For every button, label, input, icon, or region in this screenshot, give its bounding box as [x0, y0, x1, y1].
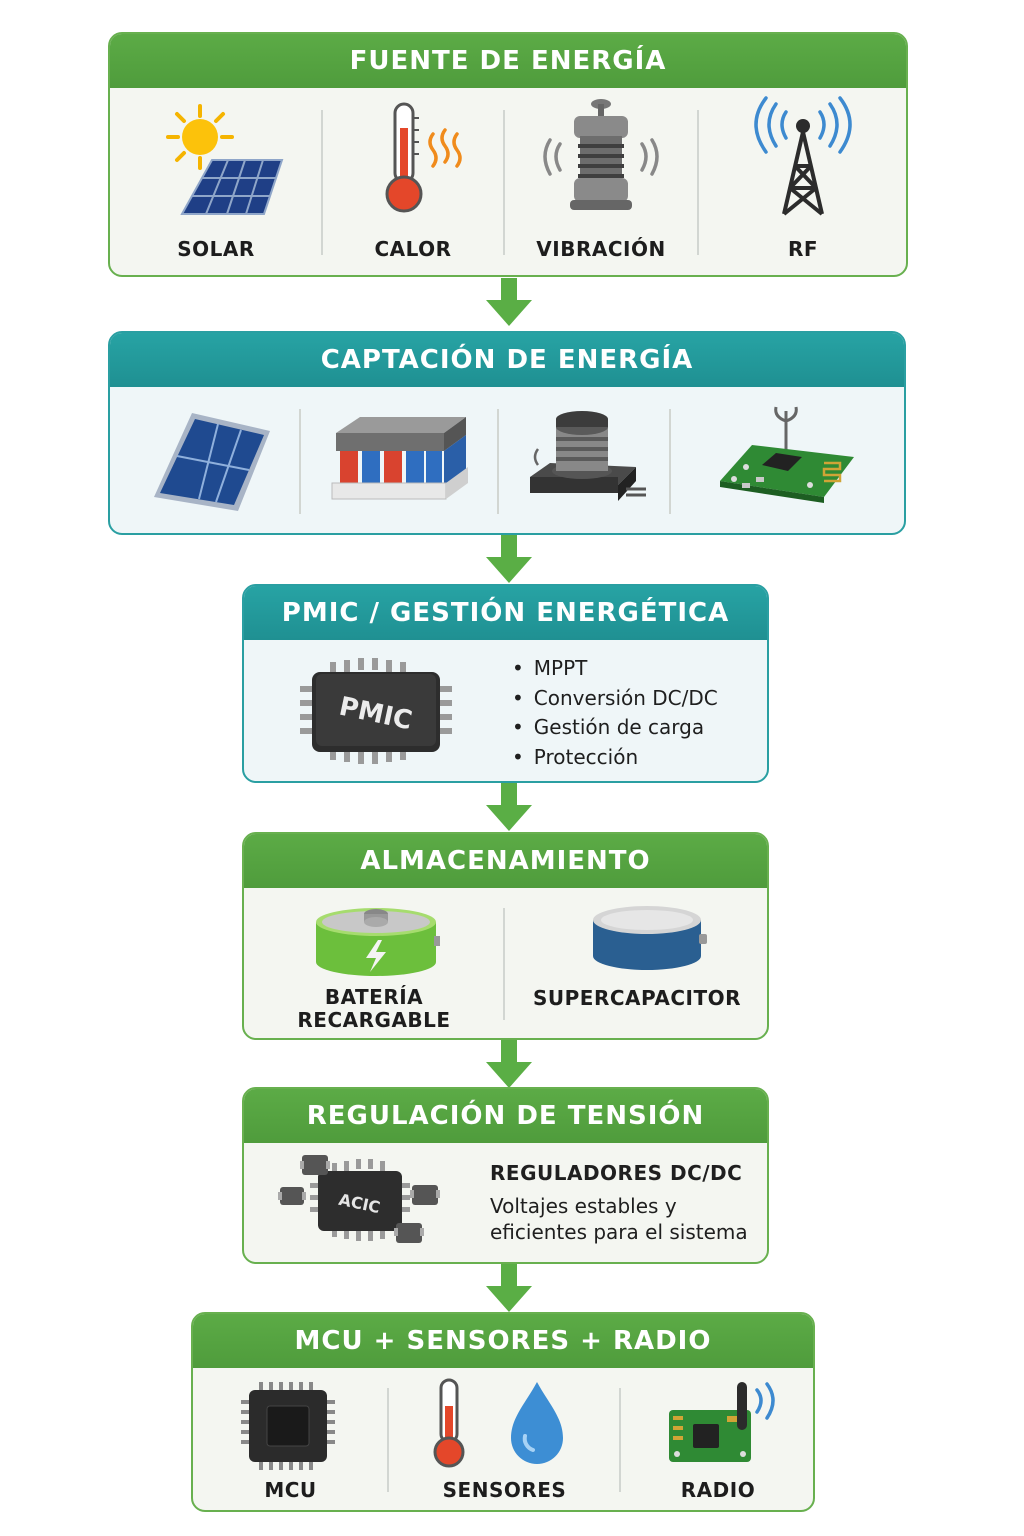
- source-solar: SOLAR: [110, 88, 322, 275]
- divider: [321, 110, 323, 255]
- list-item: Protección: [512, 743, 718, 773]
- flow-arrow-icon: [486, 1264, 532, 1312]
- harvester-piezo: [498, 387, 670, 533]
- block-title: PMIC / GESTIÓN ENERGÉTICA: [244, 586, 767, 640]
- list-item: Conversión DC/DC: [512, 684, 718, 714]
- harvester-rf-board: [670, 387, 904, 533]
- system-radio: RADIO: [621, 1368, 813, 1510]
- divider: [619, 1388, 621, 1492]
- source-label: SOLAR: [177, 237, 255, 261]
- pmic-chip-icon: PMIC: [300, 658, 452, 764]
- thermoelectric-generator-icon: [331, 417, 468, 500]
- divider: [503, 908, 505, 1020]
- flow-arrow-icon: [486, 535, 532, 583]
- storage-label: BATERÍA RECARGABLE: [297, 985, 451, 1032]
- block-title: MCU + SENSORES + RADIO: [193, 1314, 813, 1368]
- rechargeable-battery-icon: [316, 908, 440, 976]
- regulator-description: Voltajes estables y eficientes para el s…: [490, 1194, 748, 1244]
- system-mcu: MCU: [193, 1368, 388, 1510]
- divider: [387, 1388, 389, 1492]
- source-calor: CALOR: [322, 88, 504, 275]
- solar-panel-icon: [154, 413, 270, 511]
- radio-module-icon: [669, 1382, 775, 1462]
- system-sensores: SENSORES: [389, 1368, 620, 1510]
- harvester-thermoelectric: [300, 387, 498, 533]
- divider: [497, 409, 499, 514]
- system-label: MCU: [264, 1478, 317, 1502]
- pmic-features-list: MPPT Conversión DC/DC Gestión de carga P…: [512, 654, 718, 772]
- storage-battery: BATERÍA RECARGABLE: [244, 888, 504, 1038]
- vibration-spring-icon: [543, 99, 659, 210]
- divider: [697, 110, 699, 255]
- flow-arrow-icon: [486, 783, 532, 831]
- block-regulacion-tension: REGULACIÓN DE TENSIÓN ACIC REGULADORES D…: [242, 1087, 769, 1264]
- block-title: CAPTACIÓN DE ENERGÍA: [110, 333, 904, 387]
- block-title: REGULACIÓN DE TENSIÓN: [244, 1089, 767, 1143]
- source-rf: RF: [698, 88, 906, 275]
- supercapacitor-icon: [593, 906, 707, 970]
- source-vibracion: VIBRACIÓN: [504, 88, 698, 275]
- list-item: Gestión de carga: [512, 713, 718, 743]
- divider: [669, 409, 671, 514]
- sun-solar-panel-icon: [166, 104, 284, 215]
- rf-harvester-board-icon: [720, 406, 854, 503]
- storage-label: SUPERCAPACITOR: [533, 986, 741, 1010]
- source-label: VIBRACIÓN: [536, 237, 666, 261]
- divider: [503, 110, 505, 255]
- regulator-heading: REGULADORES DC/DC: [490, 1161, 743, 1185]
- storage-supercapacitor: SUPERCAPACITOR: [505, 888, 767, 1038]
- mcu-chip-icon: [241, 1382, 335, 1470]
- divider: [299, 409, 301, 514]
- harvester-solar-panel: [110, 387, 300, 533]
- piezo-harvester-icon: [530, 411, 646, 501]
- block-pmic: PMIC / GESTIÓN ENERGÉTICA PMIC MPPT Conv…: [242, 584, 769, 783]
- system-label: RADIO: [680, 1478, 756, 1502]
- thermometer-drop-icon: [433, 1378, 563, 1468]
- flow-arrow-icon: [486, 278, 532, 326]
- block-captacion-energia: CAPTACIÓN DE ENERGÍA: [108, 331, 906, 535]
- block-mcu-sensores-radio: MCU + SENSORES + RADIO MCU: [191, 1312, 815, 1512]
- block-title: FUENTE DE ENERGÍA: [110, 34, 906, 88]
- flow-arrow-icon: [486, 1040, 532, 1088]
- regulator-chips-icon: ACIC: [278, 1155, 440, 1243]
- block-almacenamiento: ALMACENAMIENTO BATERÍA RECARGABLE: [242, 832, 769, 1040]
- system-label: SENSORES: [442, 1478, 567, 1502]
- source-label: CALOR: [374, 237, 452, 261]
- block-fuente-energia: FUENTE DE ENERGÍA SOLAR: [108, 32, 908, 277]
- radio-tower-icon: [754, 96, 852, 216]
- thermometer-heat-icon: [385, 102, 462, 213]
- source-label: RF: [787, 237, 819, 261]
- block-title: ALMACENAMIENTO: [244, 834, 767, 888]
- list-item: MPPT: [512, 654, 718, 684]
